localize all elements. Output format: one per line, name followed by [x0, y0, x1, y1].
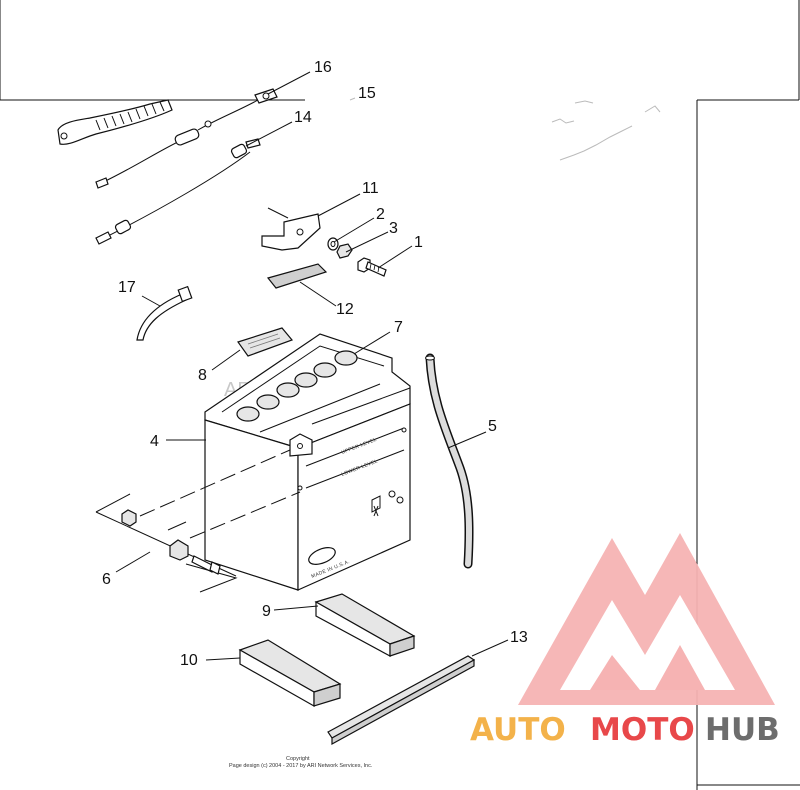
watermark-hub: HUB — [705, 712, 780, 748]
part-8-label — [237, 327, 294, 357]
part-11-bracket — [261, 207, 321, 251]
callout-3: 3 — [389, 220, 398, 237]
callout-7: 7 — [394, 319, 403, 336]
copyright-line-2: Page design (c) 2004 - 2017 by ARI Netwo… — [229, 763, 373, 769]
part-1-bolt — [357, 257, 387, 277]
callout-15: 15 — [358, 85, 376, 102]
part-5-vent-tube — [425, 353, 474, 569]
callout-6: 6 — [102, 571, 111, 588]
watermark-moto: MOTO — [590, 712, 695, 748]
part-17-vent-fitting — [136, 285, 193, 341]
callout-16: 16 — [314, 59, 332, 76]
callout-10: 10 — [180, 652, 198, 669]
callout-8: 8 — [198, 367, 207, 384]
callout-9: 9 — [262, 603, 271, 620]
copyright-line-1: Copyright — [286, 756, 310, 762]
callout-numbers: 16 15 14 11 2 3 1 12 17 7 8 4 5 6 9 10 1… — [102, 59, 528, 669]
callout-2: 2 — [376, 206, 385, 223]
battery-vent-caps — [236, 350, 358, 422]
callout-5: 5 — [488, 418, 497, 435]
part-2-washer — [327, 237, 339, 251]
callout-1: 1 — [414, 234, 423, 251]
watermark-auto: AUTO — [470, 712, 566, 748]
watermark-logo: AUTO MOTO HUB — [470, 533, 780, 748]
part-4-battery: UPPER LEVEL LOWER LEVEL MADE IN U.S.A. — [204, 333, 411, 591]
callout-4: 4 — [150, 433, 159, 450]
part-10-pad — [238, 639, 342, 708]
callout-11: 11 — [362, 180, 379, 197]
faint-marks — [349, 97, 661, 161]
part-16-cable — [95, 88, 278, 189]
part-16-ground-strap — [57, 99, 173, 145]
part-6-hardware — [95, 493, 238, 593]
callout-12: 12 — [336, 301, 354, 318]
callout-17: 17 — [118, 279, 136, 296]
callout-13: 13 — [510, 629, 528, 646]
callout-14: 14 — [294, 109, 312, 126]
part-3-nut — [336, 243, 353, 259]
part-12-pad — [266, 263, 328, 289]
callout-leaders — [115, 71, 509, 661]
part-14-cable — [95, 138, 261, 245]
assembly-leader-lines — [139, 449, 301, 539]
part-13-strip — [327, 655, 476, 746]
part-9-pad — [314, 593, 416, 658]
